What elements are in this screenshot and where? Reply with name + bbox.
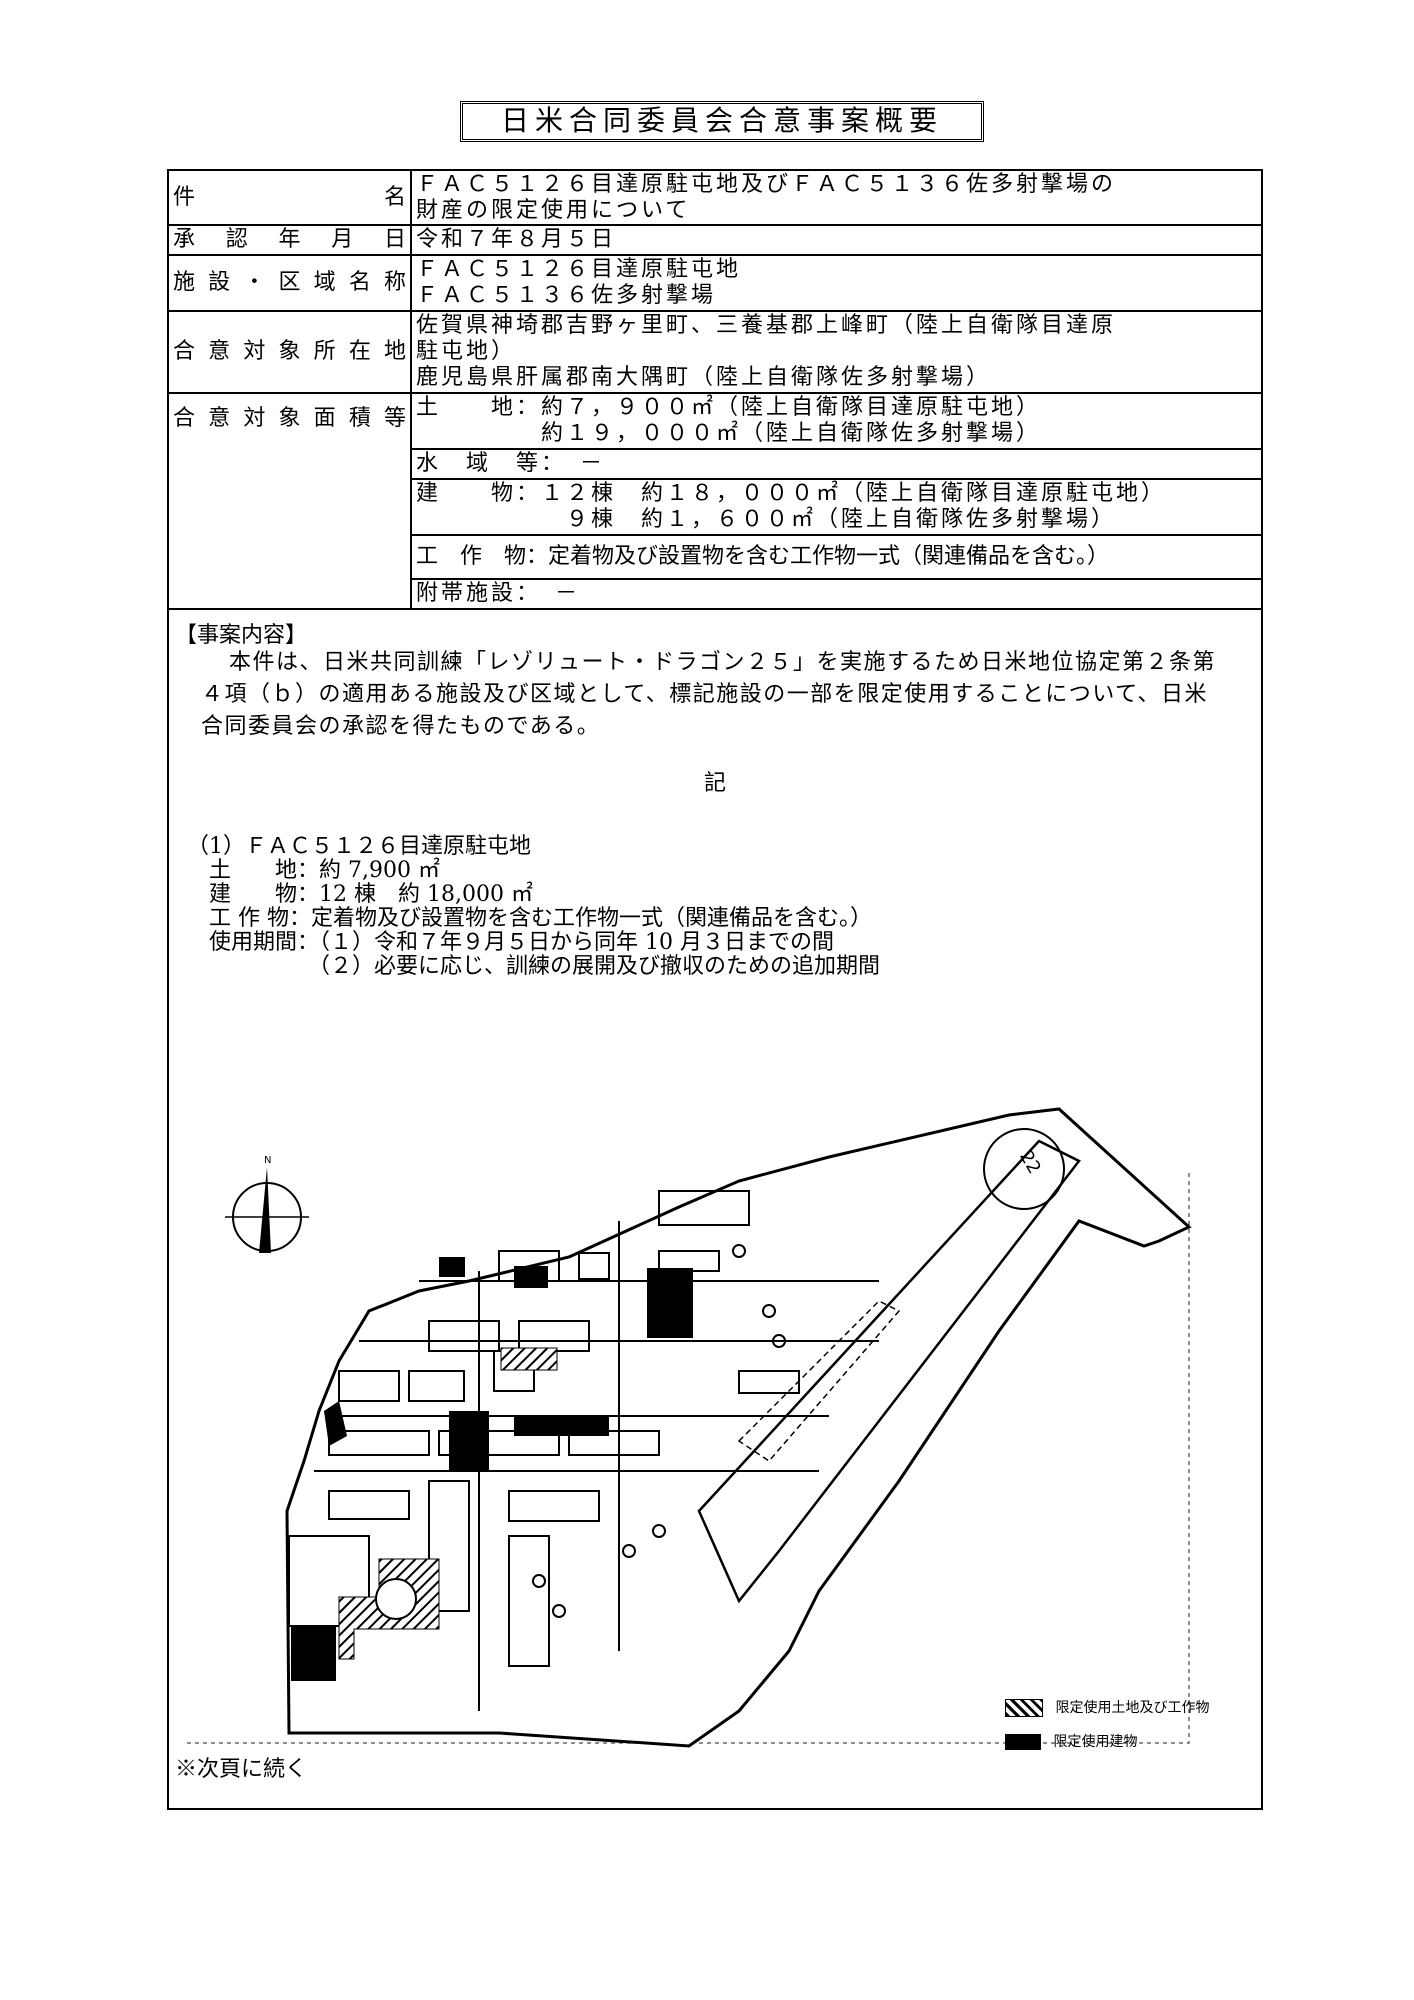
table-row-area-buildings: 建 物：１２棟 約１８，０００㎡（陸上自衛隊目達原駐屯地） ９棟 約１，６００㎡… bbox=[169, 478, 1261, 536]
continued-note: ※次頁に続く bbox=[175, 1757, 308, 1782]
table-row-area-structures: 工 作 物：定着物及び設置物を含む工作物一式（関連備品を含む。） bbox=[169, 534, 1261, 580]
runway bbox=[697, 1139, 1081, 1604]
legend-label: 限定使用土地及び工作物 bbox=[1055, 1700, 1210, 1716]
row-value: ＦＡＣ５１２６目達原駐屯地及びＦＡＣ５１３６佐多射撃場の 財産の限定使用について bbox=[410, 171, 1261, 226]
row-label: 件名 bbox=[169, 171, 412, 226]
row-value: 建 物：１２棟 約１８，０００㎡（陸上自衛隊目達原駐屯地） ９棟 約１，６００㎡… bbox=[411, 478, 1261, 536]
marker-circles bbox=[532, 1244, 786, 1618]
summary-sheet: 件名 ＦＡＣ５１２６目達原駐屯地及びＦＡＣ５１３６佐多射撃場の 財産の限定使用に… bbox=[167, 169, 1263, 1810]
site-map: 22 bbox=[187, 1107, 1192, 1748]
table-row-area-ancillary: 附帯施設： － bbox=[169, 578, 1261, 610]
restricted-land-hatched bbox=[500, 1347, 558, 1371]
row-label: 施設・区域名称 bbox=[169, 254, 412, 312]
row-label: 合意対象所在地 bbox=[169, 310, 412, 394]
detail-block: （1）ＦＡＣ５１２６目達原駐屯地 土 地：約 7,900 ㎡ 建 物：12 棟 … bbox=[187, 835, 880, 979]
map-boundary-dashed bbox=[187, 1171, 1190, 1744]
taxiway-dashed bbox=[737, 1300, 901, 1462]
detail-line: 土 地：約 7,900 ㎡ bbox=[187, 858, 440, 883]
row-value: 附帯施設： － bbox=[411, 578, 1261, 610]
table-row-area-land: 合意対象面積等 土 地：約７，９００㎡（陸上自衛隊目達原駐屯地） 約１９，０００… bbox=[169, 392, 1261, 610]
legend-solid: 限定使用建物 bbox=[1005, 1731, 1137, 1751]
table-row-subject: 件名 ＦＡＣ５１２６目達原駐屯地及びＦＡＣ５１３６佐多射撃場の 財産の限定使用に… bbox=[169, 171, 1261, 226]
oval-track bbox=[375, 1578, 417, 1620]
row-value: 水 域 等： － bbox=[411, 448, 1261, 480]
table-row-location: 合意対象所在地 佐賀県神埼郡吉野ヶ里町、三養基郡上峰町（陸上自衛隊目達原 駐屯地… bbox=[169, 310, 1261, 394]
detail-line: 工 作 物：定着物及び設置物を含む工作物一式（関連備品を含む。） bbox=[187, 906, 872, 931]
row-label: 合意対象面積等 bbox=[169, 392, 412, 610]
row-label: 承認年月日 bbox=[169, 224, 412, 256]
page-title: 日米合同委員会合意事案概要 bbox=[460, 101, 984, 142]
section-heading: 【事案内容】 bbox=[175, 623, 308, 648]
svg-text:N: N bbox=[264, 1155, 271, 1166]
legend-hatched: 限定使用土地及び工作物 bbox=[1005, 1697, 1209, 1717]
solid-swatch bbox=[1005, 1734, 1041, 1750]
table-row-date: 承認年月日 令和７年８月５日 bbox=[169, 224, 1261, 256]
compass-icon: N bbox=[225, 1155, 309, 1253]
restricted-buildings-solid bbox=[291, 1257, 693, 1681]
detail-line: 建 物：12 棟 約 18,000 ㎡ bbox=[187, 882, 533, 907]
row-value: 令和７年８月５日 bbox=[410, 224, 1261, 256]
case-paragraph: 本件は、日米共同訓練「レゾリュート・ドラゴン２５」を実施するため日米地位協定第２… bbox=[201, 650, 1217, 739]
ki-heading: 記 bbox=[703, 771, 726, 796]
table-row-area-water: 水 域 等： － bbox=[169, 448, 1261, 480]
row-value: 工 作 物：定着物及び設置物を含む工作物一式（関連備品を含む。） bbox=[411, 534, 1261, 580]
table-row-facility: 施設・区域名称 ＦＡＣ５１２６目達原駐屯地 ＦＡＣ５１３６佐多射撃場 bbox=[169, 254, 1261, 312]
hatch-swatch bbox=[1005, 1699, 1043, 1717]
legend-label: 限定使用建物 bbox=[1053, 1734, 1138, 1750]
runway-end-circle bbox=[983, 1128, 1065, 1210]
detail-line: 使用期間：（１）令和７年９月５日から同年 10 月３日までの間 bbox=[187, 930, 834, 955]
detail-line: （２）必要に応じ、訓練の展開及び撤収のための追加期間 bbox=[187, 954, 881, 979]
row-value: 土 地：約７，９００㎡（陸上自衛隊目達原駐屯地） 約１９，０００㎡（陸上自衛隊佐… bbox=[410, 392, 1261, 450]
info-table: 件名 ＦＡＣ５１２６目達原駐屯地及びＦＡＣ５１３６佐多射撃場の 財産の限定使用に… bbox=[169, 171, 1261, 610]
row-value: 佐賀県神埼郡吉野ヶ里町、三養基郡上峰町（陸上自衛隊目達原 駐屯地） 鹿児島県肝属… bbox=[410, 310, 1261, 394]
row-value: ＦＡＣ５１２６目達原駐屯地 ＦＡＣ５１３６佐多射撃場 bbox=[410, 254, 1261, 312]
base-perimeter bbox=[285, 1107, 1192, 1748]
detail-line: （1）ＦＡＣ５１２６目達原駐屯地 bbox=[187, 834, 531, 859]
